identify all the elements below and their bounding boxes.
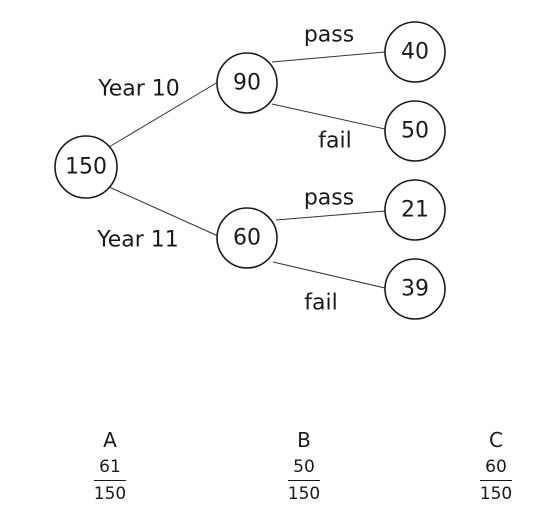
- tree-node-year11-value: 60: [233, 226, 261, 251]
- answer-option-c-letter: C: [489, 428, 503, 452]
- edge-year10-fail: [271, 103, 386, 130]
- tree-node-root: 150: [54, 135, 118, 199]
- answer-option-c-denominator: 150: [479, 484, 513, 504]
- answer-option-a-numerator: 61: [99, 457, 121, 477]
- tree-node-year10-value: 90: [233, 71, 261, 96]
- tree-node-year11-fail-value: 39: [401, 277, 429, 302]
- tree-node-year10-pass: 40: [384, 21, 446, 83]
- edge-year10-pass: [271, 51, 386, 63]
- answer-option-c[interactable]: C 60 150: [456, 428, 536, 505]
- answer-option-c-fraction-bar: [480, 480, 512, 481]
- answer-option-a-letter: A: [103, 428, 117, 452]
- tree-node-year11-fail: 39: [384, 258, 446, 320]
- answer-option-b-fraction-bar: [288, 480, 320, 481]
- answer-option-a[interactable]: A 61 150: [70, 428, 150, 505]
- branch-label-year11-fail: fail: [304, 291, 337, 316]
- answer-option-a-fraction-bar: [94, 480, 126, 481]
- answer-option-b-letter: B: [297, 428, 311, 452]
- edge-year11-pass: [275, 210, 386, 221]
- answer-option-c-numerator: 60: [485, 457, 507, 477]
- answer-option-b-denominator: 150: [287, 484, 321, 504]
- answer-option-b-numerator: 50: [293, 457, 315, 477]
- tree-node-year10-fail: 50: [384, 100, 446, 162]
- tree-node-year11-pass: 21: [384, 179, 446, 241]
- branch-label-year10-fail: fail: [318, 129, 351, 154]
- tree-node-year10-fail-value: 50: [401, 119, 429, 144]
- edge-root-year11: [108, 186, 219, 237]
- edge-root-year10: [108, 81, 219, 148]
- tree-node-year10-pass-value: 40: [401, 40, 429, 65]
- tree-node-year11-pass-value: 21: [401, 198, 429, 223]
- tree-node-year10: 90: [216, 52, 278, 114]
- tree-node-year11: 60: [216, 207, 278, 269]
- branch-label-year11-pass: pass: [304, 186, 354, 211]
- branch-label-year11: Year 11: [96, 228, 179, 253]
- answer-option-b[interactable]: B 50 150: [264, 428, 344, 505]
- answer-option-a-denominator: 150: [93, 484, 127, 504]
- tree-node-root-value: 150: [65, 155, 107, 180]
- edge-year11-fail: [272, 261, 386, 289]
- branch-label-year10-pass: pass: [304, 23, 354, 48]
- branch-label-year10: Year 10: [97, 77, 180, 102]
